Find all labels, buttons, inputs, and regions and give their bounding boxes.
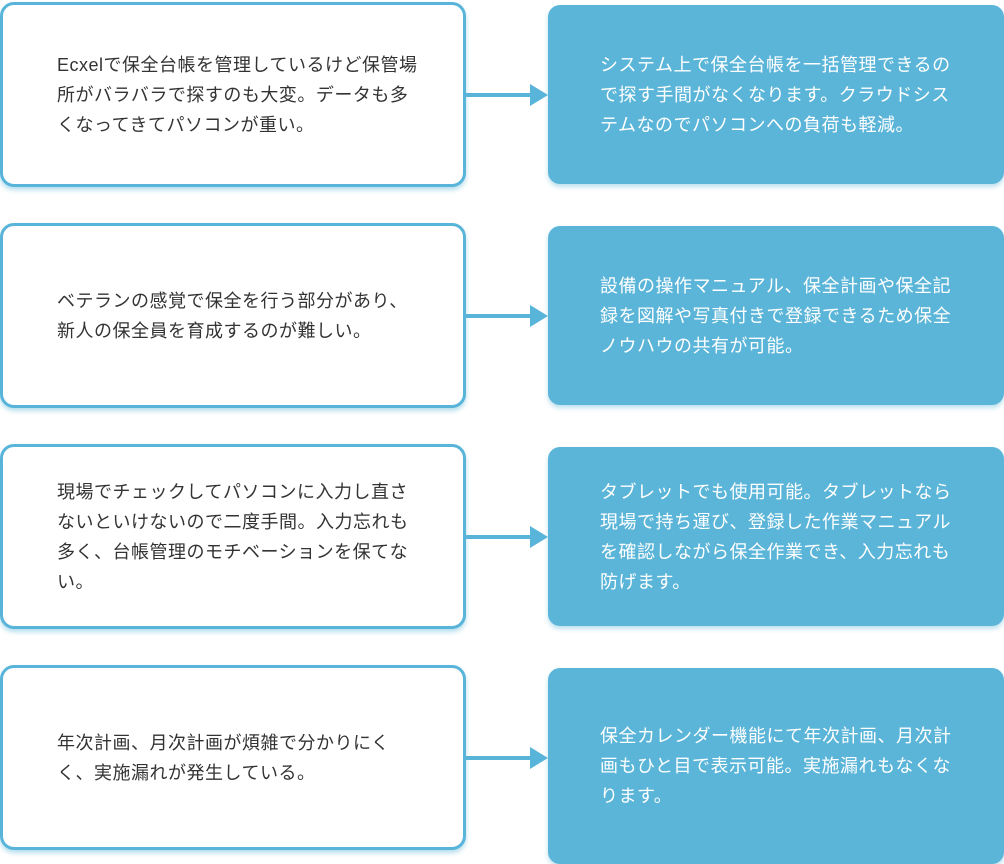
arrow-right-icon	[466, 223, 548, 408]
arrow-head	[530, 304, 548, 327]
solution-text: システム上で保全台帳を一括管理できるの で探す手間がなくなります。クラウドシス …	[600, 54, 951, 135]
arrow-head	[530, 525, 548, 548]
arrow-right-icon	[466, 444, 548, 629]
arrow-shaft	[466, 534, 534, 539]
solution-box: 保全カレンダー機能にて年次計画、月次計 画もひと目で表示可能。実施漏れもなくな …	[548, 668, 1004, 864]
diagram-row: 現場でチェックしてパソコンに入力し直さ ないといけないので二度手間。入力忘れも …	[0, 444, 1004, 629]
diagram-row: Ecxelで保全台帳を管理しているけど保管場 所がバラバラで探すのも大変。データ…	[0, 2, 1004, 187]
problem-box: ベテランの感覚で保全を行う部分があり、 新人の保全員を育成するのが難しい。	[0, 223, 466, 408]
problem-text: ベテランの感覚で保全を行う部分があり、 新人の保全員を育成するのが難しい。	[57, 290, 408, 341]
arrow-head	[530, 746, 548, 769]
diagram-row: 年次計画、月次計画が煩雑で分かりにく く、実施漏れが発生している。 保全カレンダ…	[0, 665, 1004, 864]
solution-text: 保全カレンダー機能にて年次計画、月次計 画もひと目で表示可能。実施漏れもなくな …	[600, 726, 952, 806]
solution-box: 設備の操作マニュアル、保全計画や保全記 録を図解や写真付きで登録できるため保全 …	[548, 226, 1004, 405]
arrow-right-icon	[466, 665, 548, 850]
problem-box: 年次計画、月次計画が煩雑で分かりにく く、実施漏れが発生している。	[0, 665, 466, 850]
solution-box: システム上で保全台帳を一括管理できるの で探す手間がなくなります。クラウドシス …	[548, 5, 1004, 184]
arrow-shaft	[466, 92, 534, 97]
problem-text: 年次計画、月次計画が煩雑で分かりにく く、実施漏れが発生している。	[57, 732, 390, 783]
arrow-shaft	[466, 313, 534, 318]
problem-text: 現場でチェックしてパソコンに入力し直さ ないといけないので二度手間。入力忘れも …	[57, 481, 409, 592]
diagram-row: ベテランの感覚で保全を行う部分があり、 新人の保全員を育成するのが難しい。 設備…	[0, 223, 1004, 408]
solution-text: タブレットでも使用可能。タブレットなら 現場で持ち運び、登録した作業マニュアル …	[600, 481, 952, 592]
arrow-head	[530, 83, 548, 106]
arrow-shaft	[466, 755, 534, 760]
solution-text: 設備の操作マニュアル、保全計画や保全記 録を図解や写真付きで登録できるため保全 …	[600, 275, 952, 356]
problem-box: 現場でチェックしてパソコンに入力し直さ ないといけないので二度手間。入力忘れも …	[0, 444, 466, 629]
problem-box: Ecxelで保全台帳を管理しているけど保管場 所がバラバラで探すのも大変。データ…	[0, 2, 466, 187]
problem-text: Ecxelで保全台帳を管理しているけど保管場 所がバラバラで探すのも大変。データ…	[57, 54, 418, 135]
arrow-right-icon	[466, 2, 548, 187]
solution-box: タブレットでも使用可能。タブレットなら 現場で持ち運び、登録した作業マニュアル …	[548, 447, 1004, 626]
